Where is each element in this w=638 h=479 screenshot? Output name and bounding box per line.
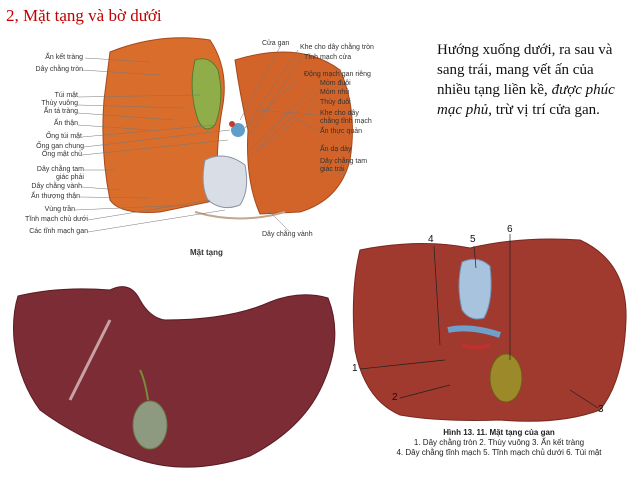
portal-right (447, 325, 501, 338)
ivc-right (458, 258, 492, 320)
label-duodenal-impression: Ấn tá tràng (43, 108, 78, 115)
liver-left-lobe (234, 51, 353, 215)
label-proper-hepatic-artery: Động mạch gan riêng (304, 71, 371, 78)
desc-part2: , trừ vị trí cửa gan. (488, 102, 600, 118)
gallbladder-right (489, 353, 523, 403)
left-leader-lines (74, 57, 231, 233)
label-bare-area: Vùng trần (44, 206, 75, 213)
desc-part1: Hướng xuống dưới, ra sau và sang trái, m… (437, 42, 613, 98)
right-leader-lines (239, 46, 346, 233)
label-caudate-process: Mỏm đuôi (320, 80, 351, 87)
label-esophageal-impression: Ấn thực quản (320, 128, 363, 135)
label-right-triangular-ligament: Dây chằng tam giác phải (36, 166, 84, 181)
top-figure-caption: Mặt tạng (190, 248, 223, 257)
label-cystic-duct: Ống túi mật (45, 133, 82, 140)
label-colic-impression: Ấn kết tràng (45, 54, 83, 61)
label-gallbladder: Túi mật (54, 92, 78, 99)
desc-italic: được phúc mạc phủ (437, 82, 615, 118)
right-fig-number-6: 6 (507, 224, 513, 235)
slide-title: 2, Mặt tạng và bờ dưới (6, 6, 162, 25)
label-left-triangular-ligament: Dây chằng tam giác trái (320, 158, 368, 173)
number-leader-lines (359, 234, 599, 409)
label-quadrate-lobe: Thùy vuông (41, 100, 78, 107)
lower-ligament (194, 211, 286, 220)
label-round-ligament: Dây chằng tròn (35, 66, 83, 73)
gallbladder-bottom (132, 400, 168, 450)
label-inferior-vena-cava: Tĩnh mạch chủ dưới (25, 216, 88, 223)
right-fig-number-2: 2 (392, 392, 398, 403)
artery-right (461, 343, 491, 350)
label-gastric-impression: Ấn dạ dày (320, 146, 352, 153)
cystic-duct (139, 369, 149, 401)
label-porta-hepatis: Cửa gan (262, 40, 290, 47)
hepatic-artery (229, 121, 235, 127)
liver-dark-body (13, 286, 336, 468)
right-fig-number-5: 5 (470, 234, 476, 245)
label-fissure-venous-ligament: Khe cho dây chằng tĩnh mạch (320, 110, 372, 125)
label-portal-vein: Tĩnh mạch cửa (304, 54, 352, 61)
label-caudate-lobe: Thùy đuôi (320, 99, 351, 106)
caption-title: Hình 13. 11. Mặt tạng của gan (443, 428, 555, 437)
label-suprarenal-impression: Ấn thượng thận (31, 193, 80, 200)
inferior-vena-cava (202, 155, 248, 209)
right-fig-number-4: 4 (428, 234, 434, 245)
label-papillary-process: Mỏm nhú (320, 89, 350, 96)
label-coronary-ligament: Dây chằng vành (31, 183, 82, 190)
label-common-bile-duct: Ống mật chủ (41, 151, 82, 158)
right-fig-number-3: 3 (598, 404, 604, 415)
label-fissure-round-ligament: Khe cho dây chằng tròn (300, 44, 374, 51)
caption-line-1: 1. Dây chằng tròn 2. Thùy vuông 3. Ấn kế… (413, 438, 585, 447)
right-fig-number-1: 1 (352, 363, 358, 374)
right-figure-caption: Hình 13. 11. Mặt tạng của gan 1. Dây chằ… (364, 428, 634, 458)
label-hepatic-veins: Các tĩnh mạch gan (29, 228, 88, 235)
portal-vessels (231, 123, 245, 137)
label-common-hepatic-duct: Ống gan chung (36, 143, 84, 150)
label-renal-impression: Ấn thận (53, 120, 78, 127)
round-ligament-line (68, 319, 112, 401)
label-coronary-ligament-bottom: Dây chằng vành (262, 231, 313, 238)
description-text: Hướng xuống dưới, ra sau và sang trái, m… (437, 40, 627, 120)
caption-line-2: 4. Dây chằng tĩnh mạch 5. Tĩnh mạch chủ … (396, 448, 602, 457)
